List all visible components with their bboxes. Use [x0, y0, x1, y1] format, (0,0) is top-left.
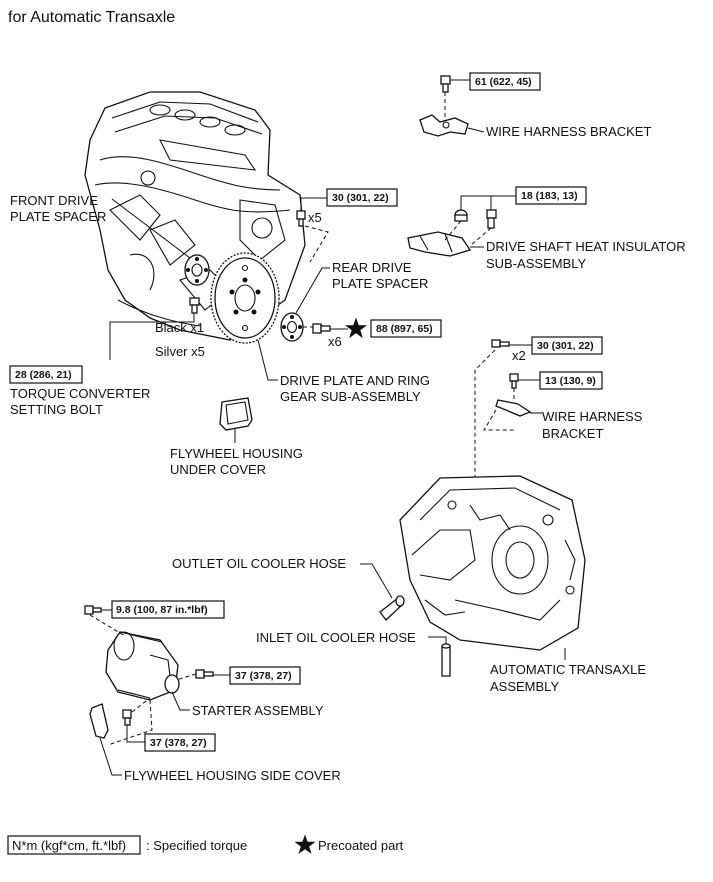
lead-torque-37b — [126, 725, 145, 743]
label-wire-harness-mid-1: WIRE HARNESS — [542, 409, 643, 424]
label-side-cover: FLYWHEEL HOUSING SIDE COVER — [124, 768, 341, 783]
svg-text:61 (622, 45): 61 (622, 45) — [475, 76, 532, 88]
dash-bolt-30-transaxle — [474, 349, 496, 478]
qty-x6: x6 — [328, 334, 342, 349]
label-transaxle-1: AUTOMATIC TRANSAXLE — [490, 662, 646, 677]
svg-text:9.8 (100, 87 in.*lbf): 9.8 (100, 87 in.*lbf) — [116, 604, 208, 616]
lead-torque-30a — [300, 197, 327, 211]
label-wire-harness-mid-2: BRACKET — [542, 426, 603, 441]
torque-box-18: 18 (183, 13) — [515, 186, 587, 205]
bolt-61 — [440, 75, 451, 93]
lead-rear-spacer — [295, 267, 330, 314]
lead-starter — [171, 691, 190, 711]
label-under-cover-2: UNDER COVER — [170, 462, 266, 477]
label-rear-drive-plate-spacer-1: REAR DRIVE — [332, 260, 412, 275]
label-front-drive-plate-spacer-2: PLATE SPACER — [10, 209, 106, 224]
torque-box-28: 28 (286, 21) — [9, 365, 83, 384]
legend-precoated-text: Precoated part — [318, 838, 404, 853]
torque-box-30b: 30 (301, 22) — [531, 336, 603, 355]
inlet-oil-cooler-hose-part — [441, 643, 451, 677]
label-heat-insulator-1: DRIVE SHAFT HEAT INSULATOR — [486, 239, 686, 254]
bolt-13 — [509, 373, 519, 389]
drive-shaft-heat-insulator-part — [407, 231, 472, 257]
dash-starter-bolt-right — [175, 673, 197, 681]
lead-front-spacer — [111, 198, 191, 259]
torque-converter-bolt — [189, 297, 200, 314]
label-torque-converter-1: TORQUE CONVERTER — [10, 386, 150, 401]
drive-plate-bolt — [312, 323, 331, 334]
dash-starter-bolt-lower — [131, 697, 151, 713]
legend: N*m (kgf*cm, ft.*lbf) : Specified torque… — [7, 834, 404, 855]
wire-harness-bracket-mid-part — [495, 399, 532, 417]
svg-text:30 (301, 22): 30 (301, 22) — [332, 192, 389, 204]
wire-harness-bracket-top-part — [419, 114, 469, 137]
front-drive-plate-spacer-part — [184, 254, 210, 286]
lead-wire-harness-top — [467, 127, 485, 133]
torque-box-13: 13 (130, 9) — [539, 371, 603, 390]
drive-plate-ring-gear-part — [210, 252, 280, 344]
lead-side-cover — [99, 737, 122, 776]
starter-assembly-part — [105, 631, 180, 701]
label-drive-plate-1: DRIVE PLATE AND RING — [280, 373, 430, 388]
label-rear-drive-plate-spacer-2: PLATE SPACER — [332, 276, 428, 291]
legend-unit-box: N*m (kgf*cm, ft.*lbf) — [12, 838, 126, 853]
label-heat-insulator-2: SUB-ASSEMBLY — [486, 256, 587, 271]
bolt-30-x2 — [491, 339, 510, 348]
starter-bolt-right — [195, 669, 214, 679]
lead-drive-plate — [257, 339, 278, 381]
star-icon — [344, 317, 368, 339]
legend-unit-text: : Specified torque — [146, 838, 247, 853]
label-outlet-hose: OUTLET OIL COOLER HOSE — [172, 556, 346, 571]
heat-insulator-nut — [454, 209, 468, 222]
rear-drive-plate-spacer-part — [280, 312, 304, 342]
label-drive-plate-2: GEAR SUB-ASSEMBLY — [280, 389, 421, 404]
heat-insulator-bolt — [486, 209, 497, 229]
label-under-cover-1: FLYWHEEL HOUSING — [170, 446, 303, 461]
outlet-oil-cooler-hose-part — [379, 595, 405, 621]
torque-box-37b: 37 (378, 27) — [144, 733, 216, 752]
legend-star-icon — [294, 834, 316, 854]
label-wire-harness-bracket-top: WIRE HARNESS BRACKET — [486, 124, 651, 139]
svg-text:37 (378, 27): 37 (378, 27) — [150, 737, 207, 749]
flywheel-housing-under-cover-part — [219, 397, 253, 431]
lead-inlet-hose — [428, 636, 447, 644]
svg-text:37 (378, 27): 37 (378, 27) — [235, 670, 292, 682]
torque-box-30a: 30 (301, 22) — [326, 188, 398, 207]
svg-text:28 (286, 21): 28 (286, 21) — [15, 369, 72, 381]
dash-starter-side-cover — [107, 699, 153, 746]
torque-box-88: 88 (897, 65) — [370, 319, 442, 338]
starter-bolt-top — [84, 605, 102, 615]
torque-box-98: 9.8 (100, 87 in.*lbf) — [111, 600, 225, 619]
qty-x2: x2 — [512, 348, 526, 363]
label-starter: STARTER ASSEMBLY — [192, 703, 324, 718]
torque-box-37a: 37 (378, 27) — [229, 666, 301, 685]
flywheel-housing-side-cover-part — [89, 703, 109, 739]
qty-black-x1: Black x1 — [155, 320, 204, 335]
label-inlet-hose: INLET OIL COOLER HOSE — [256, 630, 416, 645]
svg-text:13 (130, 9): 13 (130, 9) — [545, 375, 596, 387]
label-front-drive-plate-spacer-1: FRONT DRIVE — [10, 193, 98, 208]
svg-text:88 (897, 65): 88 (897, 65) — [376, 323, 433, 335]
svg-text:30 (301, 22): 30 (301, 22) — [537, 340, 594, 352]
lead-torque-converter-bolt — [109, 313, 195, 360]
lead-torque-18-a — [460, 195, 516, 210]
lead-outlet-hose — [360, 563, 393, 599]
dash-heat-bolt — [469, 227, 492, 247]
dash-flywheel-bolt — [304, 225, 329, 263]
qty-x5: x5 — [308, 210, 322, 225]
qty-silver-x5: Silver x5 — [155, 344, 205, 359]
torque-box-61: 61 (622, 45) — [469, 72, 541, 91]
automatic-transaxle-part — [399, 475, 586, 651]
dash-bracket-mid — [483, 409, 516, 431]
label-torque-converter-2: SETTING BOLT — [10, 402, 103, 417]
starter-bolt-lower — [122, 709, 132, 726]
page-title: for Automatic Transaxle — [8, 9, 175, 26]
svg-text:18 (183, 13): 18 (183, 13) — [521, 190, 578, 202]
label-transaxle-2: ASSEMBLY — [490, 679, 559, 694]
